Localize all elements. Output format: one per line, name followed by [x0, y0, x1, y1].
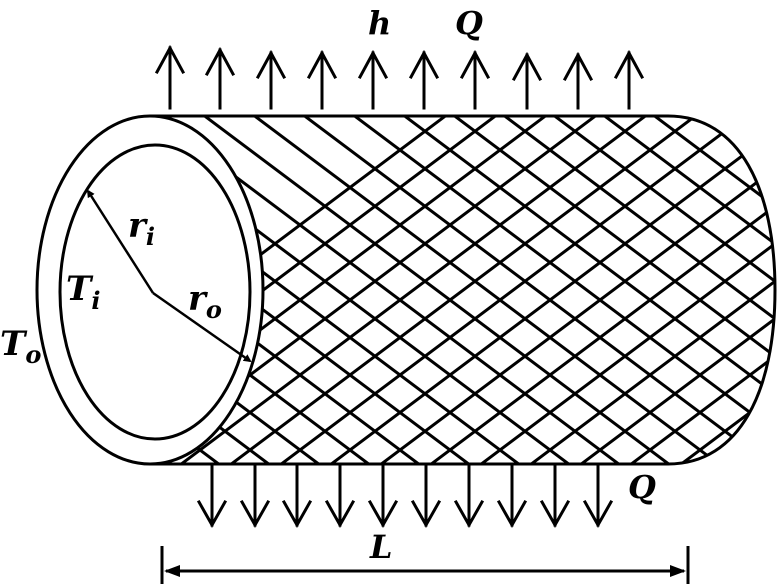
cylinder-body-outline [150, 114, 777, 466]
outer-radius-label: ro [188, 279, 222, 324]
outer-radius-line [152, 291, 252, 363]
heat-flow-bottom-label: Q [628, 468, 656, 506]
heat-flux-arrows-down [196, 464, 614, 529]
length-dimension [160, 546, 690, 584]
outer-temperature-label: To [0, 324, 41, 369]
length-label: L [369, 528, 393, 566]
inner-radius-line [86, 189, 155, 294]
inner-temperature-label: Ti [66, 269, 100, 315]
heat-flux-arrows-up [154, 44, 645, 110]
inner-radius-label: ri [128, 206, 155, 251]
heat-transfer-coefficient-label: h [368, 4, 391, 42]
heat-flow-top-label: Q [455, 4, 483, 42]
pipe-inner-ellipse [58, 143, 252, 441]
